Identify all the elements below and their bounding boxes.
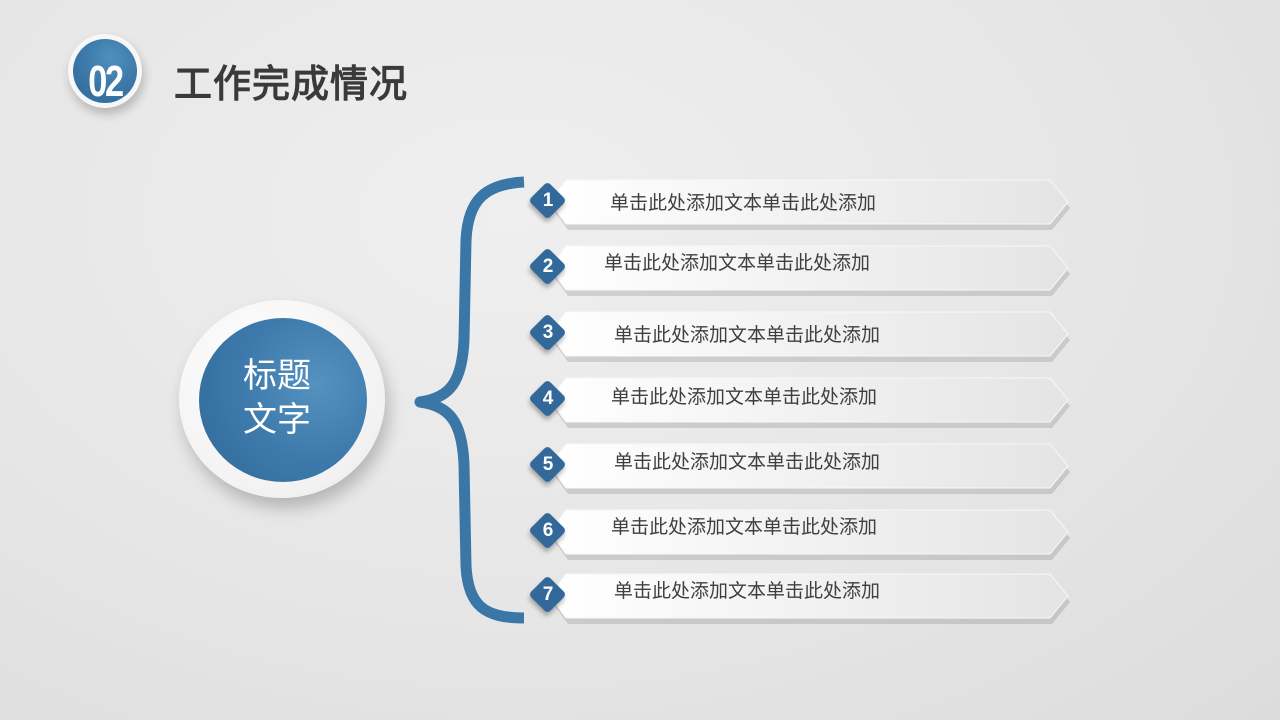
page-title[interactable]: 工作完成情况 [174,62,409,106]
item-number: 4 [542,388,554,409]
arrow-banner-shape [549,245,1070,296]
item-text[interactable]: 单击此处添加文本单击此处添加 [614,451,881,473]
arrow-banner-shape [549,443,1070,494]
item-number: 2 [542,256,554,277]
list-item[interactable]: 1 单击此处添加文本单击此处添加 [528,178,1073,230]
arrow-banner-shape [549,509,1070,560]
center-title-line-2: 文字 [243,400,311,440]
item-number: 5 [542,454,554,475]
list-item[interactable]: 4 单击此处添加文本单击此处添加 [528,376,1073,428]
section-number-badge: 02 [68,34,142,108]
item-text[interactable]: 单击此处添加文本单击此处添加 [614,580,881,602]
center-title-circle: 标题 文字 [179,300,385,498]
item-number: 7 [542,584,554,605]
arrow-banner-shape [549,573,1070,624]
list-item[interactable]: 6 单击此处添加文本单击此处添加 [528,508,1073,560]
center-title-inner: 标题 文字 [199,318,367,482]
item-text[interactable]: 单击此处添加文本单击此处添加 [610,192,877,214]
arrow-banner-shape [549,377,1070,428]
list-item[interactable]: 2 单击此处添加文本单击此处添加 [528,244,1073,296]
section-number: 02 [88,57,124,103]
item-text[interactable]: 单击此处添加文本单击此处添加 [604,252,871,274]
item-number: 6 [542,520,554,541]
item-text[interactable]: 单击此处添加文本单击此处添加 [611,516,878,538]
arrow-banner-shape [549,179,1070,230]
item-text[interactable]: 单击此处添加文本单击此处添加 [614,324,881,346]
center-title-text[interactable]: 标题 文字 [243,354,311,442]
item-number: 3 [542,322,554,343]
list-item[interactable]: 5 单击此处添加文本单击此处添加 [528,442,1073,494]
list-item[interactable]: 7 单击此处添加文本单击此处添加 [528,572,1073,624]
badge-circle: 02 [73,39,137,103]
item-text[interactable]: 单击此处添加文本单击此处添加 [611,386,878,408]
center-title-line-1: 标题 [243,356,311,396]
item-number: 1 [542,190,554,211]
list-item[interactable]: 3 单击此处添加文本单击此处添加 [528,310,1073,362]
